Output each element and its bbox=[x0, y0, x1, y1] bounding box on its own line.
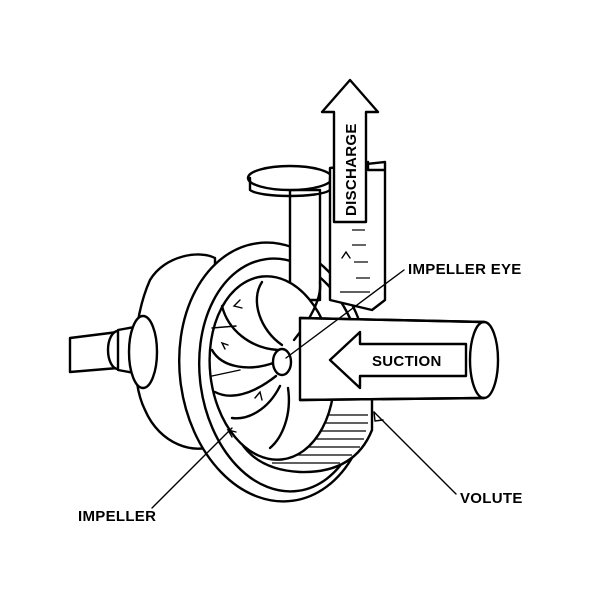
leader-lines bbox=[151, 269, 457, 509]
impeller-eye-label: IMPELLER EYE bbox=[408, 261, 522, 278]
impeller-label: IMPELLER bbox=[78, 508, 156, 525]
impeller-eye-leader bbox=[285, 269, 405, 359]
discharge-pipe bbox=[246, 160, 387, 312]
volute-leader bbox=[373, 411, 457, 495]
impeller-leader bbox=[151, 427, 233, 509]
impeller-eye-hub bbox=[271, 347, 293, 377]
discharge-label: DISCHARGE bbox=[343, 123, 360, 216]
suction-label: SUCTION bbox=[372, 353, 442, 370]
discharge-arrow: DISCHARGE bbox=[320, 78, 380, 224]
volute-label: VOLUTE bbox=[460, 490, 523, 507]
suction-arrow: SUCTION bbox=[328, 330, 468, 390]
